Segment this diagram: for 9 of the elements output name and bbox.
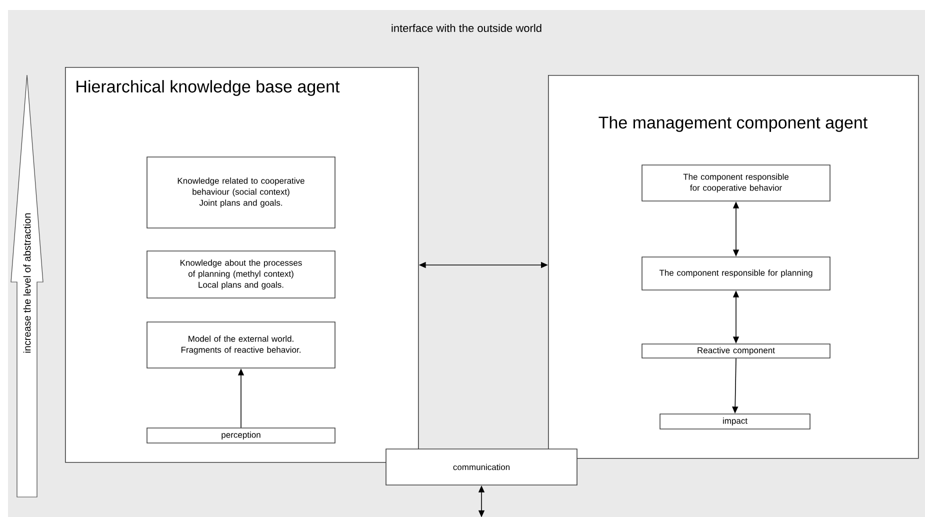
process-box: communication (386, 448, 578, 486)
process-box: The component responsible for cooperative behavior (642, 164, 830, 202)
process-box: perception (146, 428, 336, 444)
process-box: Model of the external world. Fragments of reactive behavior. (146, 322, 336, 368)
process-box: Knowledge about the processes of planning (methyl context) Local plans and goals. (146, 250, 336, 298)
process-box: Reactive component (642, 344, 830, 358)
process-box: The component responsible for planning (642, 256, 830, 290)
process-box: impact (660, 414, 810, 430)
process-box: Knowledge related to cooperative behaviour (social context) Joint plans and goals. (146, 156, 336, 228)
